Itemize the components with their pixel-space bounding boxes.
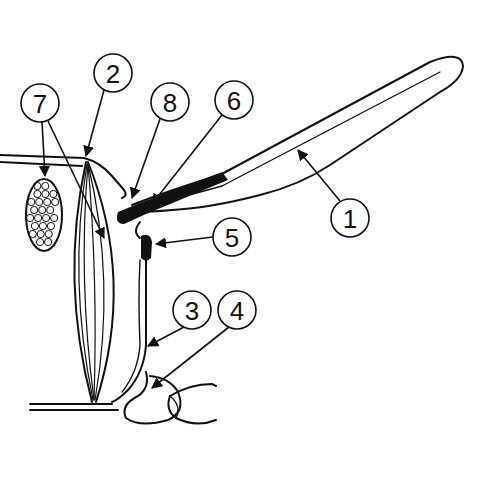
- pleural-wing-process: [141, 235, 152, 261]
- callout-number: 5: [214, 220, 250, 256]
- callout-number: 7: [22, 86, 58, 122]
- callout-number: 4: [219, 293, 255, 329]
- callout-number: 1: [332, 201, 368, 237]
- callout-number: 2: [95, 56, 131, 92]
- callout-number: 3: [174, 293, 210, 329]
- callout-number: 8: [152, 85, 188, 121]
- callout-number: 6: [216, 83, 252, 119]
- axillary-sclerite: [117, 172, 228, 224]
